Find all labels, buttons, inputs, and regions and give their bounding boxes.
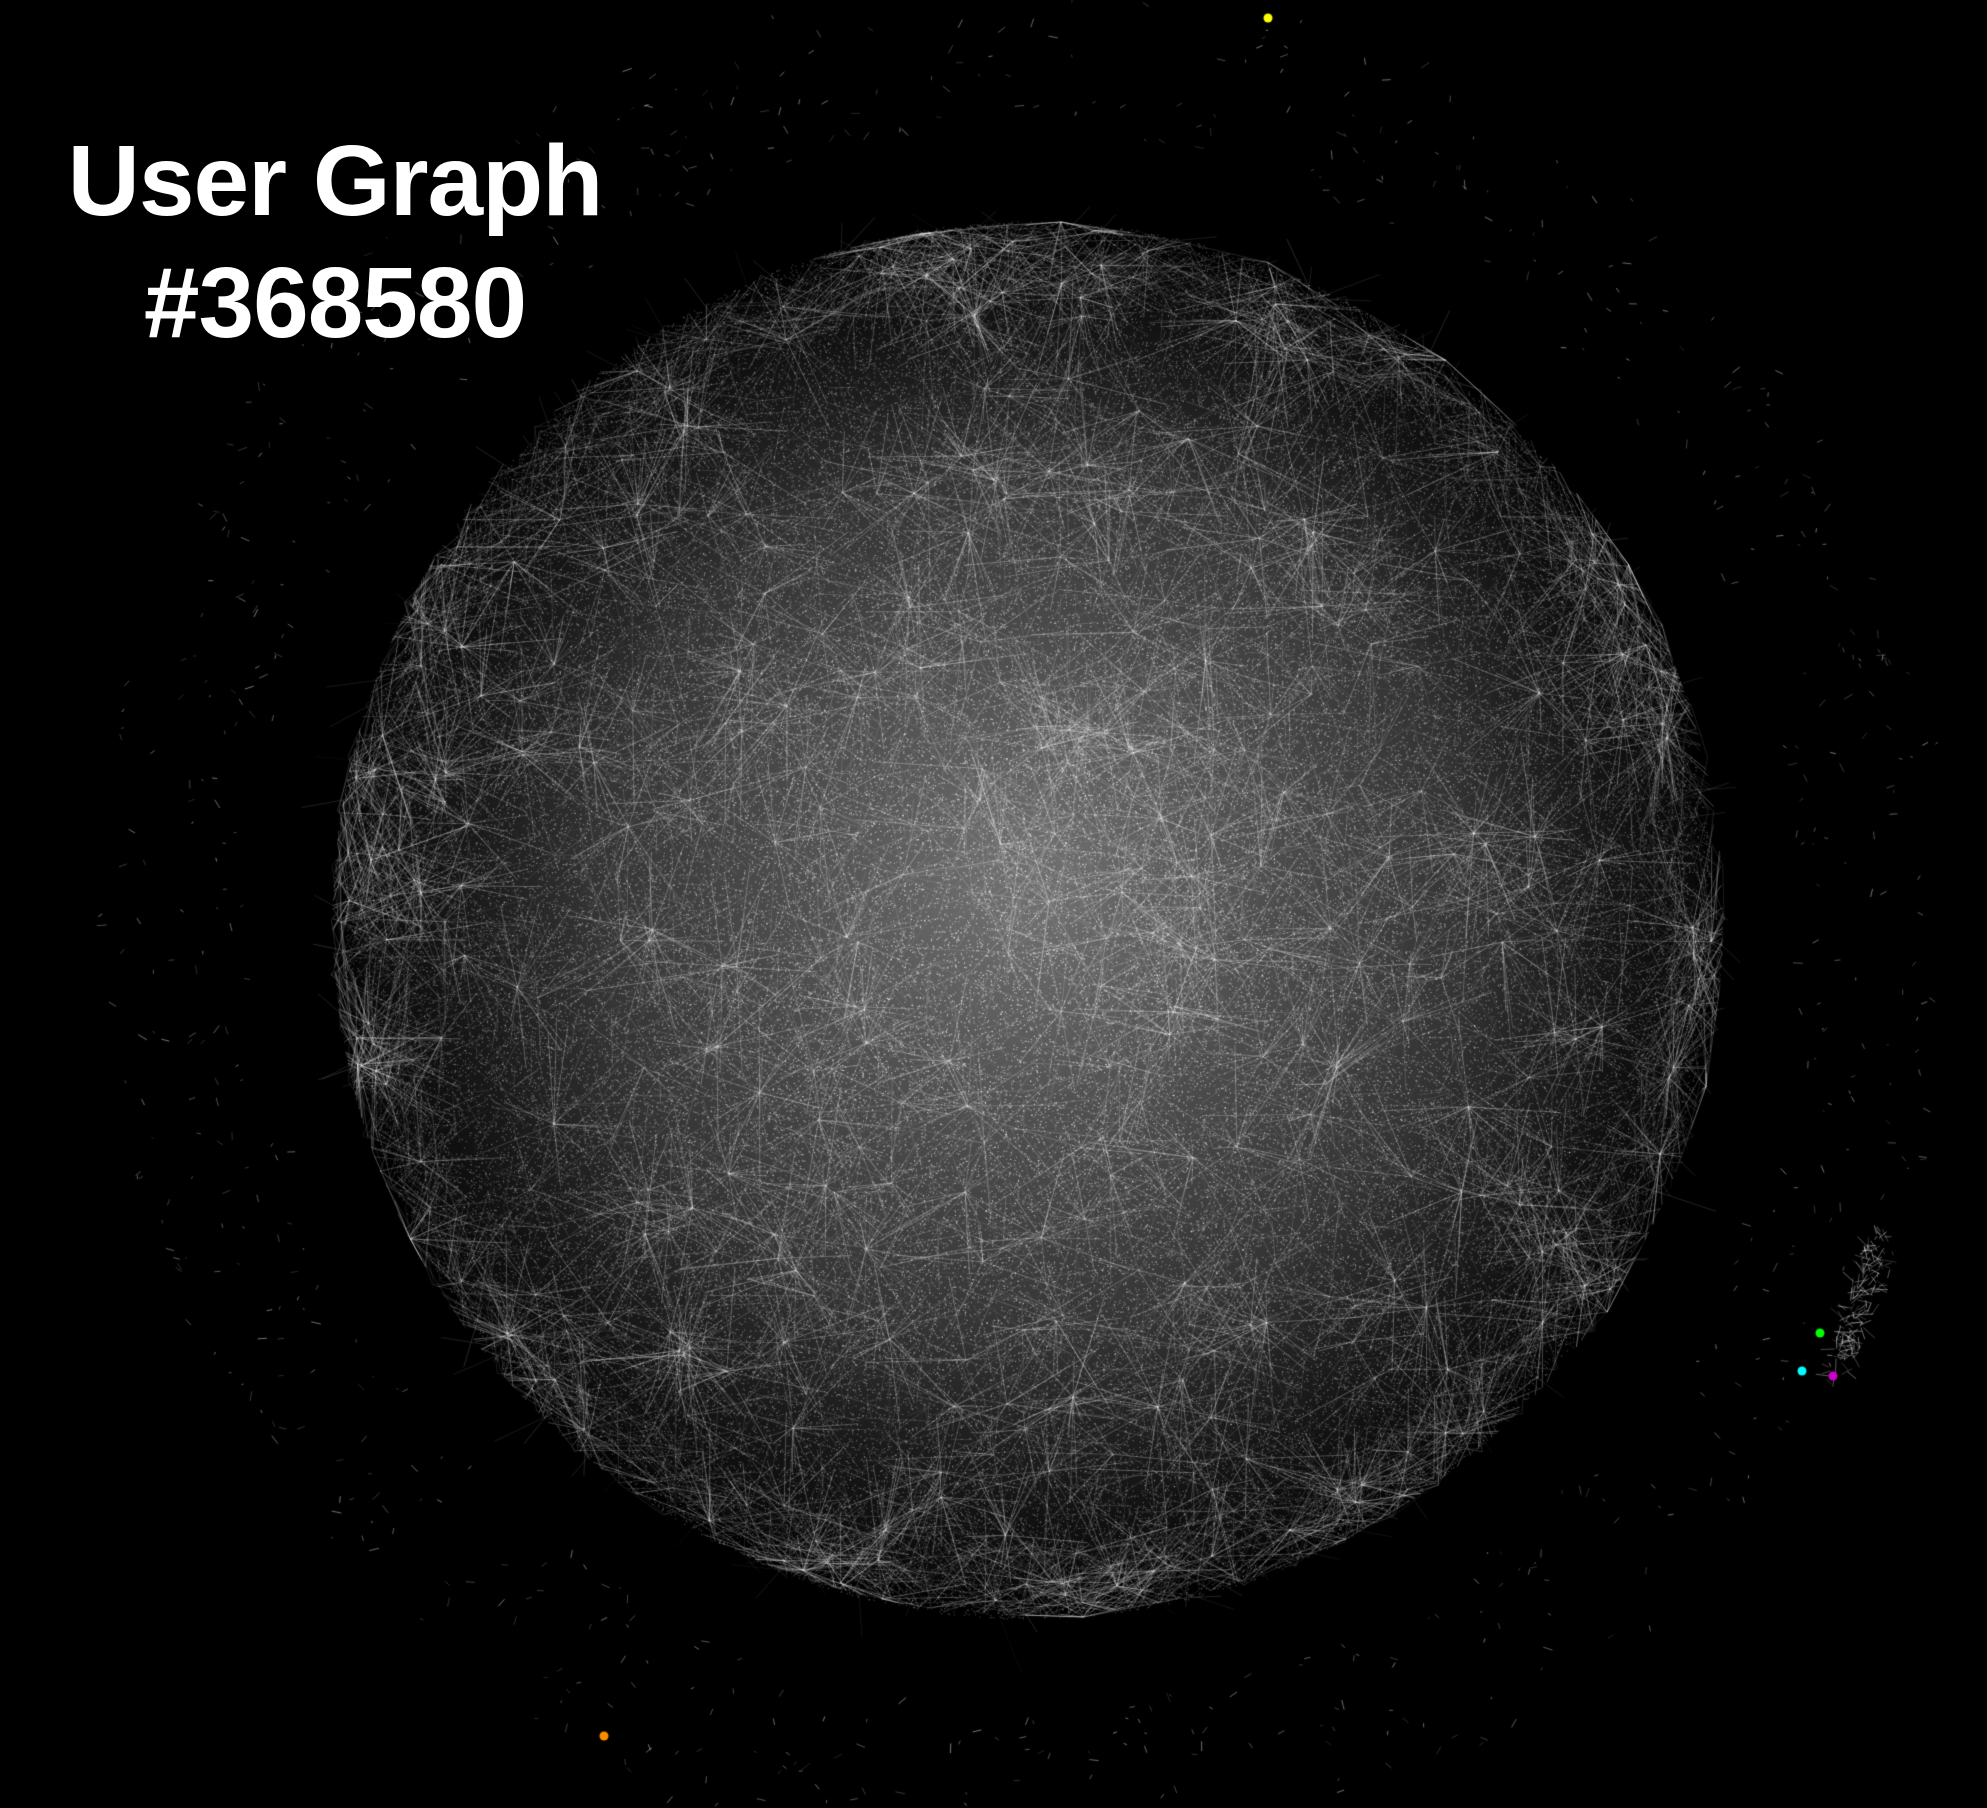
graph-title: User Graph #368580 — [55, 120, 615, 364]
title-line-2: #368580 — [143, 247, 527, 359]
title-line-1: User Graph — [67, 125, 604, 237]
